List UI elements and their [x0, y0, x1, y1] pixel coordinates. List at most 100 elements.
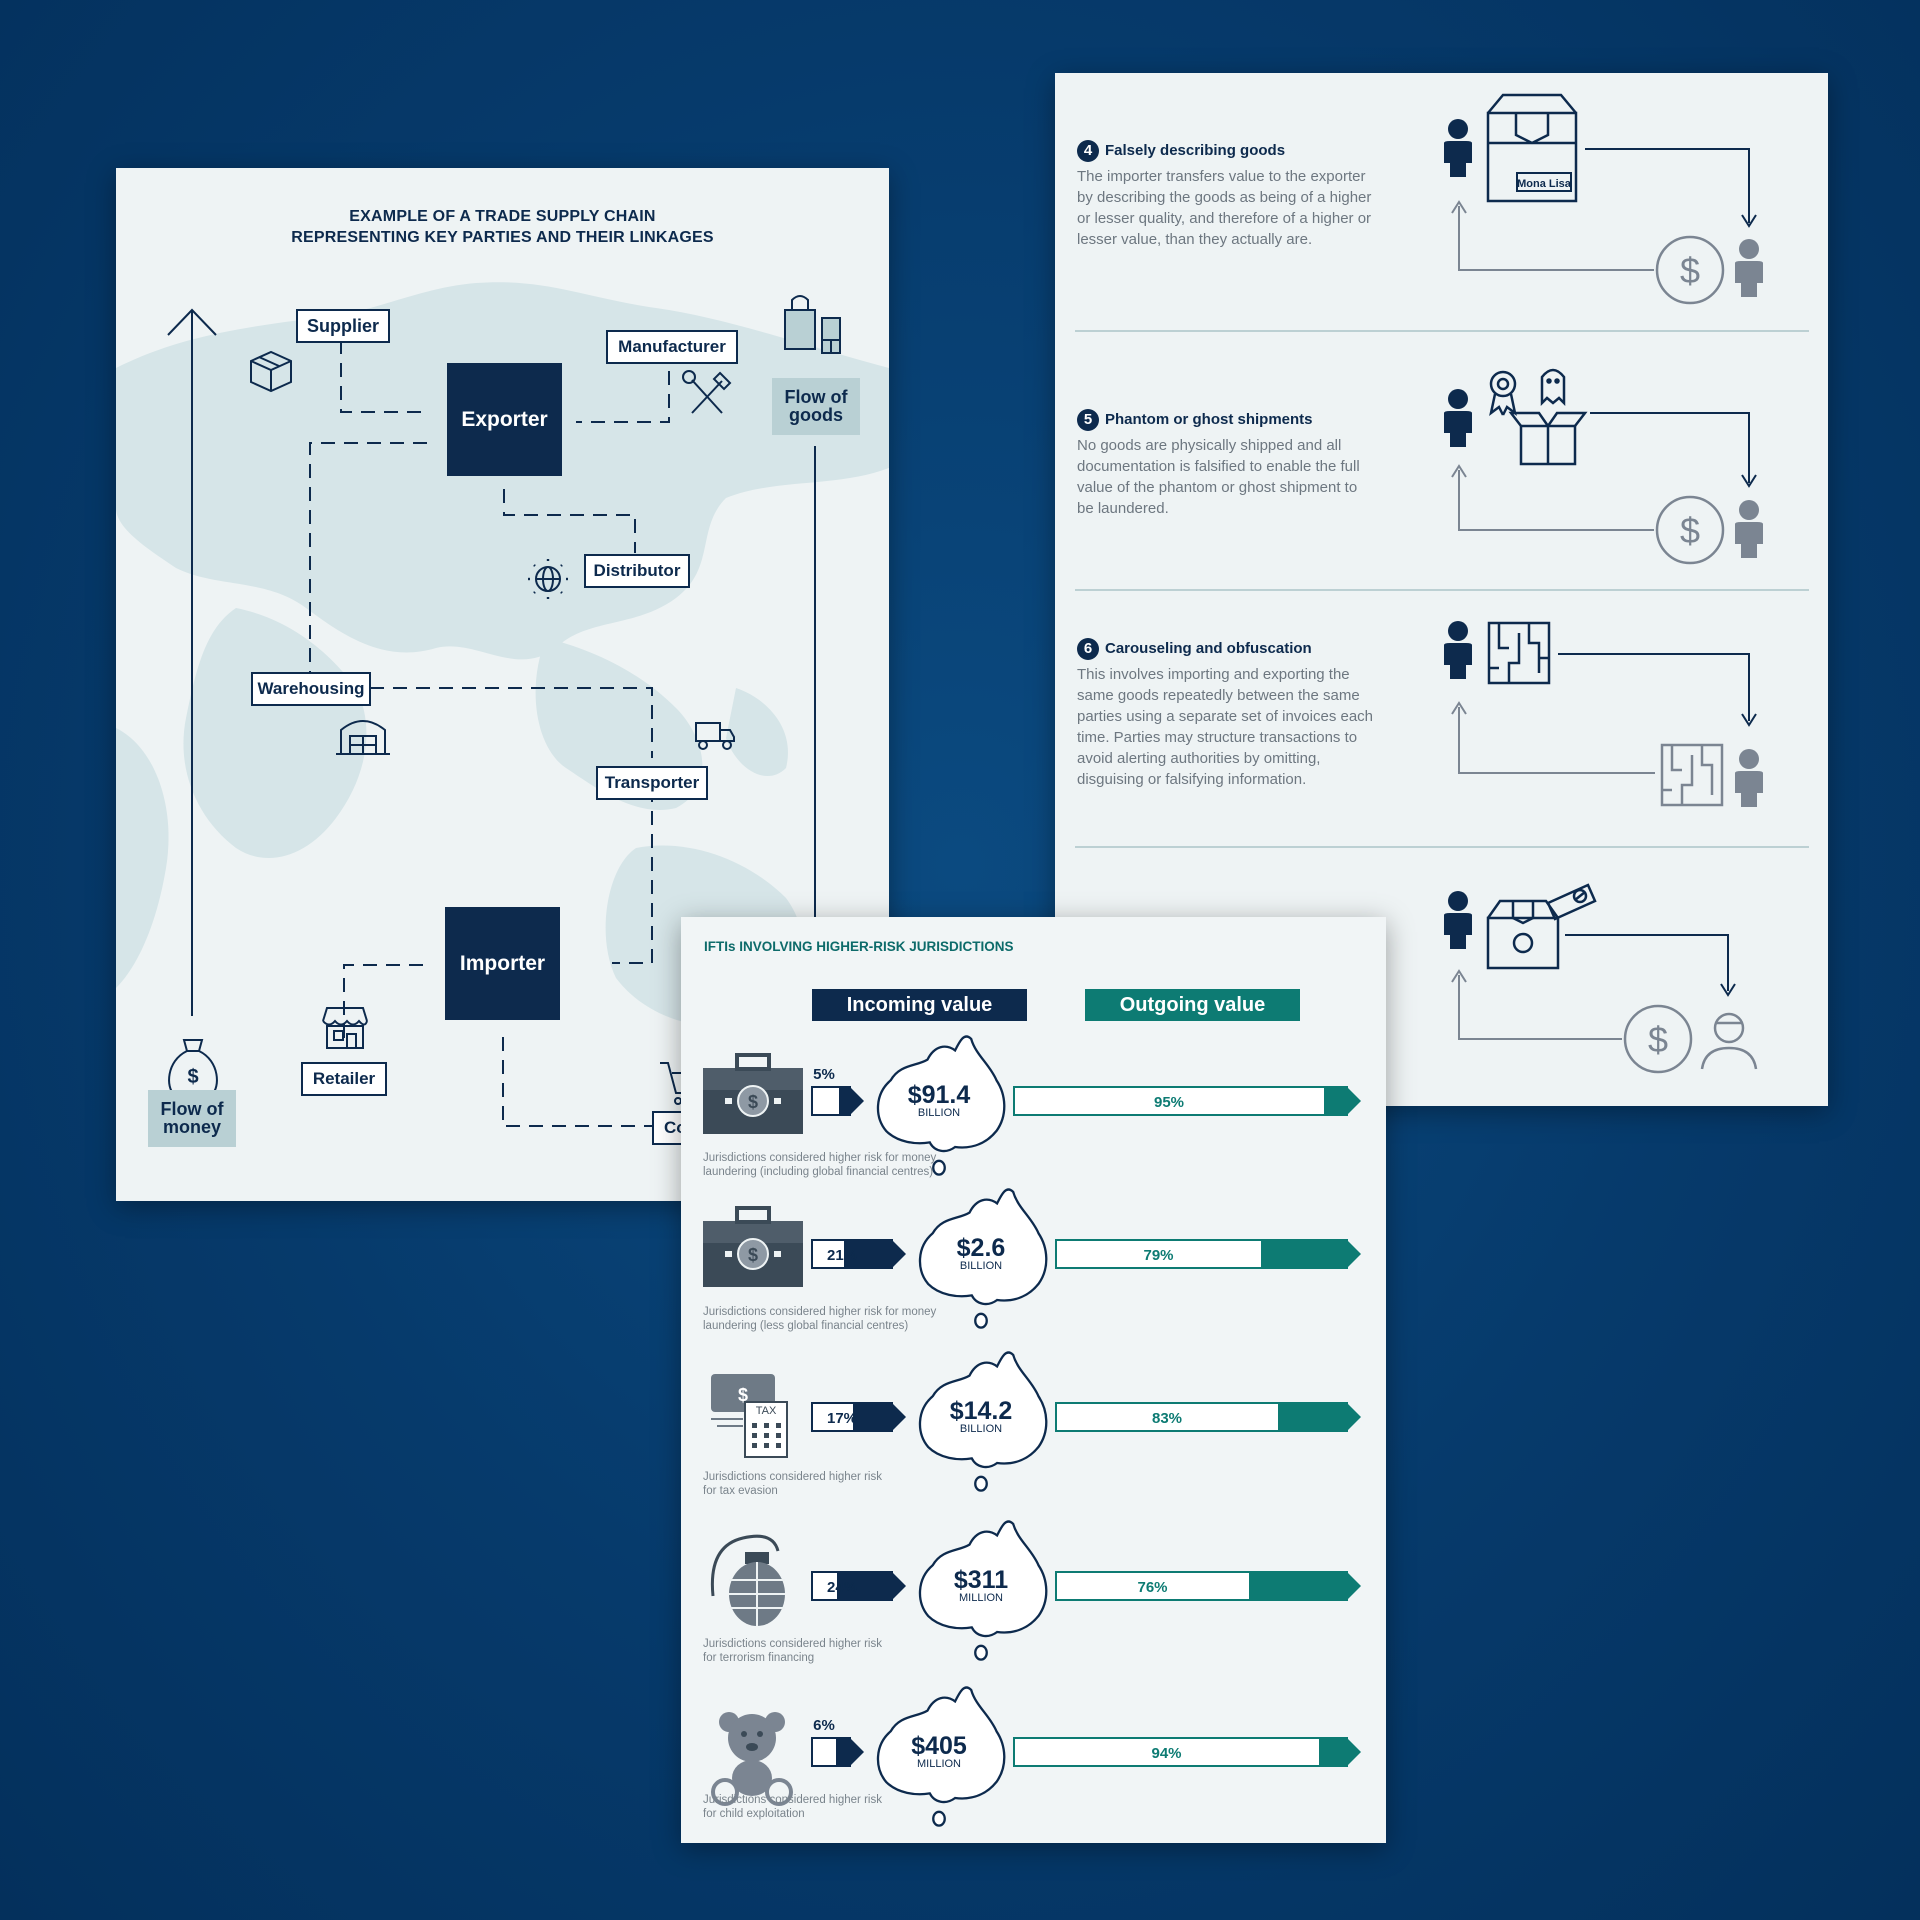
incoming-pct: 5% [813, 1066, 835, 1083]
importer-person-icon-3 [1444, 621, 1472, 679]
importer-person-icon [1444, 119, 1472, 177]
row-3-caption: Jurisdictions considered higher risk for… [703, 1470, 973, 1498]
exporter-person-icon [1735, 239, 1763, 297]
row-2-caption-line2: laundering (less global financial centre… [703, 1320, 909, 1332]
maze-icon [1487, 621, 1551, 685]
briefcase-dollar-icon: $ [703, 1206, 803, 1287]
goods-box-icon [1486, 93, 1578, 203]
svg-text:$: $ [738, 1385, 748, 1405]
incoming-pct: 21% [827, 1247, 857, 1264]
method-6-title-text: Carouseling and obfuscation [1105, 640, 1312, 657]
amount-value: $91.4 [908, 1081, 971, 1109]
outgoing-bar: 76% [1055, 1571, 1361, 1601]
outgoing-pct: 76% [1137, 1579, 1167, 1596]
australia-map [918, 1188, 1048, 1329]
row-4-caption-line2: for terrorism financing [703, 1652, 815, 1664]
node-retailer-label: Retailer [312, 1069, 376, 1088]
method-6-body: This involves importing and exporting th… [1077, 666, 1374, 788]
importer-person-icon-4 [1444, 891, 1472, 949]
grenade-icon [710, 1534, 785, 1626]
method-5-number: 5 [1077, 409, 1099, 431]
outgoing-bar: 94% [1013, 1737, 1361, 1767]
globe-icon [528, 559, 568, 599]
importer-person-icon-2 [1444, 389, 1472, 447]
node-warehousing: Warehousing [251, 672, 371, 706]
method-5-title-text: Phantom or ghost shipments [1105, 411, 1313, 428]
node-retailer: Retailer [301, 1062, 387, 1096]
exporter-person-icon-2 [1735, 500, 1763, 558]
amount-unit: MILLION [917, 1758, 961, 1770]
outgoing-bar: 83% [1055, 1402, 1361, 1432]
outgoing-pct: 83% [1152, 1410, 1182, 1427]
tools-icon [682, 370, 732, 414]
divider-1 [1075, 330, 1809, 332]
incoming-bar: 21% [811, 1239, 906, 1269]
flow-of-goods-line2: goods [789, 405, 843, 425]
row-5-caption-line1: Jurisdictions considered higher risk [703, 1794, 882, 1806]
dollar-coin-icon [1655, 235, 1725, 305]
amount-unit: BILLION [918, 1107, 960, 1119]
method-5-title: 5 Phantom or ghost shipments [1077, 409, 1313, 431]
row-1-caption-line1: Jurisdictions considered higher risk for… [703, 1152, 937, 1164]
maze-icon-grey [1660, 743, 1724, 807]
money-arrow-head [167, 308, 217, 336]
node-warehousing-label: Warehousing [257, 679, 365, 698]
box-icon [250, 350, 292, 393]
store-icon [322, 1007, 368, 1049]
australia-map [918, 1520, 1048, 1661]
briefcase-dollar-icon: $ [703, 1053, 803, 1134]
dollar-coin-icon-4 [1623, 1004, 1693, 1074]
node-manufacturer: Manufacturer [606, 330, 738, 364]
row-4-caption-line1: Jurisdictions considered higher risk [703, 1638, 882, 1650]
iftis-card: IFTIs INVOLVING HIGHER-RISK JURISDICTION… [681, 917, 1386, 1843]
australia-map [876, 1686, 1006, 1827]
row-4-caption: Jurisdictions considered higher risk for… [703, 1637, 973, 1665]
amount-value: $311 [954, 1566, 1008, 1594]
node-transporter-label: Transporter [604, 773, 700, 792]
outgoing-pct: 94% [1151, 1745, 1181, 1762]
incoming-bar: 24% [811, 1571, 906, 1601]
incoming-value-header: Incoming value [812, 989, 1027, 1021]
row-2-caption-line1: Jurisdictions considered higher risk for… [703, 1306, 937, 1318]
node-supplier: Supplier [296, 309, 390, 343]
method-5-body: No goods are physically shipped and all … [1077, 437, 1360, 517]
node-transporter: Transporter [596, 766, 708, 800]
row-5-caption: Jurisdictions considered higher risk for… [703, 1793, 973, 1821]
row-3-caption-line1: Jurisdictions considered higher risk [703, 1471, 882, 1483]
amount-value: $2.6 [957, 1234, 1006, 1262]
iftis-chart: $5%$91.4BILLION95%$21%$2.6BILLION79%$TAX… [703, 1035, 1361, 1827]
tax-calculator-icon: $TAX [711, 1374, 788, 1458]
row-3-caption-line2: for tax evasion [703, 1485, 778, 1497]
flow-of-goods-line1: Flow of [784, 387, 848, 407]
node-supplier-label: Supplier [306, 316, 379, 336]
divider-2 [1075, 589, 1809, 591]
node-importer-label: Importer [459, 952, 546, 975]
flow-of-money-label: Flow of money [148, 1090, 236, 1147]
node-exporter: Exporter [447, 363, 562, 476]
node-importer: Importer [445, 907, 560, 1020]
criminal-person-icon [1700, 1012, 1758, 1070]
node-manufacturer-label: Manufacturer [618, 337, 726, 356]
incoming-pct: 17% [827, 1410, 857, 1427]
amount-value: $405 [911, 1732, 967, 1760]
incoming-bar: 6% [811, 1717, 864, 1767]
flow-of-money-line2: money [162, 1117, 222, 1137]
method-4-number: 4 [1077, 140, 1099, 162]
outgoing-value-label: Outgoing value [1119, 994, 1266, 1016]
supply-chain-title-line1: EXAMPLE OF A TRADE SUPPLY CHAIN [349, 208, 656, 225]
supply-chain-title-line2: REPRESENTING KEY PARTIES AND THEIR LINKA… [291, 229, 714, 246]
australia-map [876, 1035, 1006, 1176]
method-4-title-text: Falsely describing goods [1105, 142, 1286, 159]
amount-unit: BILLION [960, 1260, 1002, 1272]
method-4-title: 4 Falsely describing goods [1077, 140, 1285, 162]
money-bag-dollar: $ [187, 1066, 198, 1088]
incoming-bar: 17% [811, 1402, 906, 1432]
exporter-person-icon-3 [1735, 749, 1763, 807]
flow-of-money-line1: Flow of [160, 1099, 224, 1119]
